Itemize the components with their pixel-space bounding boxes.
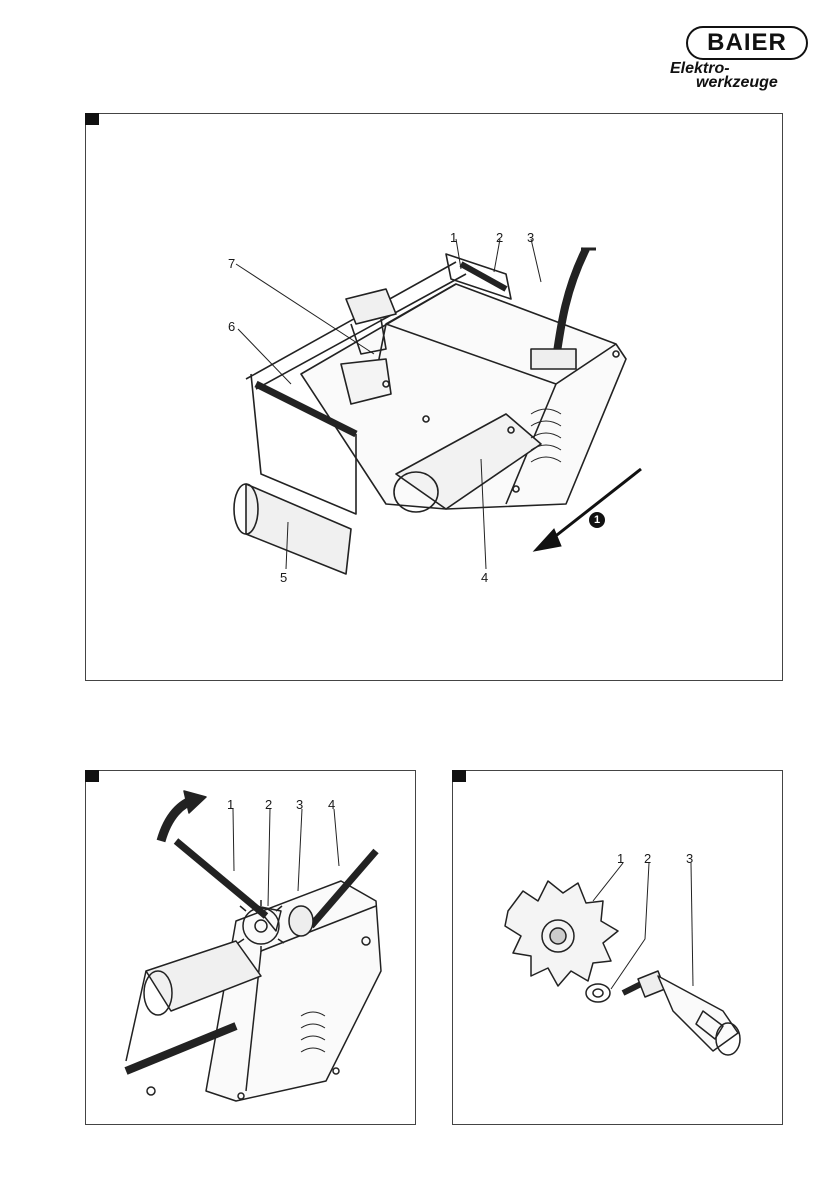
fig1-label-4: 4 — [481, 570, 488, 585]
figure-1-panel: 1 2 3 7 6 5 4 1 — [85, 113, 783, 681]
fig3-label-2: 2 — [644, 851, 651, 866]
fig2-label-3: 3 — [296, 797, 303, 812]
logo-oval: BAIER — [686, 26, 808, 60]
fig2-label-1: 1 — [227, 797, 234, 812]
brand-logo: BAIER Elektro- werkzeuge — [668, 26, 818, 94]
fig1-label-7: 7 — [228, 256, 235, 271]
fig2-label-2: 2 — [265, 797, 272, 812]
fig1-label-2: 2 — [496, 230, 503, 245]
figure-2-panel: 1 2 3 4 — [85, 770, 416, 1125]
direction-badge: 1 — [589, 512, 605, 528]
fig1-label-1: 1 — [450, 230, 457, 245]
fig1-label-5: 5 — [280, 570, 287, 585]
fig2-label-4: 4 — [328, 797, 335, 812]
wall-chaser-drawing — [86, 114, 784, 682]
figure-3-panel: 1 2 3 — [452, 770, 783, 1125]
fig3-label-3: 3 — [686, 851, 693, 866]
fig3-label-1: 1 — [617, 851, 624, 866]
fig1-label-3: 3 — [527, 230, 534, 245]
blade-assembly-drawing — [453, 771, 784, 1126]
logo-brand: BAIER — [707, 29, 787, 57]
blade-change-drawing — [86, 771, 417, 1126]
logo-line-2: werkzeuge — [696, 74, 778, 92]
fig1-label-6: 6 — [228, 319, 235, 334]
